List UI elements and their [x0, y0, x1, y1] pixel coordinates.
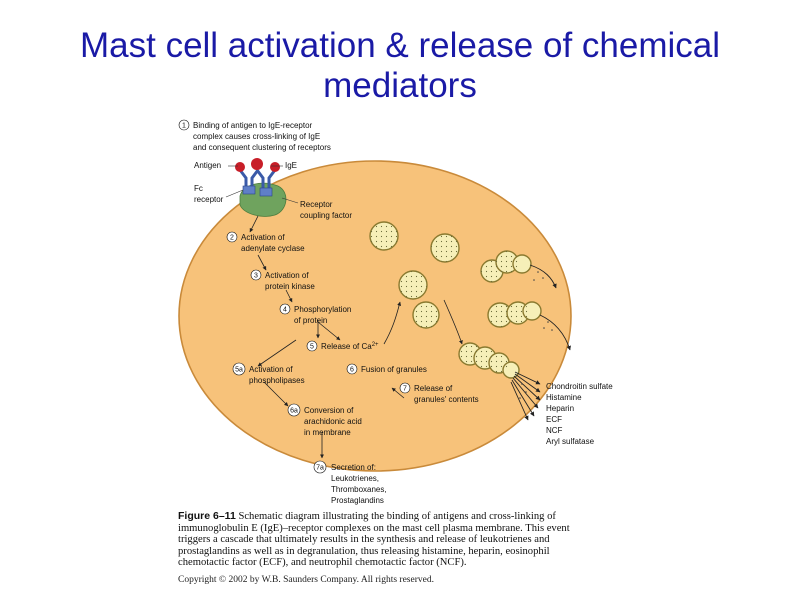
step-badges	[178, 119, 411, 474]
step-2-text: Activation of adenylate cyclase	[241, 233, 305, 253]
antigen-molecule	[235, 162, 245, 172]
slide-title: Mast cell activation & release of chemic…	[0, 26, 800, 106]
svg-text:6: 6	[350, 367, 354, 374]
step-3-badge	[250, 269, 262, 281]
leader-lines	[225, 165, 299, 204]
step-7-text: Release of granules' contents	[414, 384, 479, 404]
svg-text:7a: 7a	[316, 465, 324, 472]
granules	[369, 221, 542, 379]
step-6a-badge	[287, 403, 301, 417]
step-5-badge	[306, 340, 318, 352]
svg-text:6a: 6a	[290, 408, 298, 415]
figure-caption-text: Schematic diagram illustrating the bindi…	[178, 511, 570, 569]
svg-text:7: 7	[403, 386, 407, 393]
antigen-molecule	[251, 158, 263, 170]
copyright-notice: Copyright © 2002 by W.B. Saunders Compan…	[178, 575, 434, 585]
figure-caption: Figure 6–11 Schematic diagram illustrati…	[178, 510, 598, 569]
released-mediators-list: Chondroitin sulfate Histamine Heparin EC…	[546, 382, 615, 446]
step-3-text: Activation of protein kinase	[265, 271, 315, 291]
step-7-badge	[399, 382, 411, 394]
granule	[413, 302, 439, 328]
step-6a-text: Conversion of arachidonic acid in membra…	[304, 406, 364, 437]
figure-label: Figure 6–11	[178, 510, 236, 522]
step-5a-text: Activation of phospholipases	[249, 365, 305, 385]
step-4-badge	[279, 303, 291, 315]
step-7a-badge	[313, 460, 327, 474]
step-7a-text: Secretion of: Leukotrienes, Thromboxanes…	[331, 463, 389, 505]
step-5-text: Release of Ca2+	[321, 342, 379, 351]
svg-text:5: 5	[310, 344, 314, 351]
step-4-text: Phosphorylation of protein	[294, 305, 354, 325]
fc-receptor-label: Fc receptor	[194, 184, 224, 204]
svg-text:1: 1	[182, 123, 186, 130]
step-badge-numbers: 1 2 3 4 5 5a 6 6a 7 7a	[182, 123, 407, 472]
mast-cell-body	[178, 160, 572, 472]
slide-title-line-1: Mast cell activation & release of chemic…	[80, 26, 720, 65]
ige-label: IgE	[285, 161, 297, 170]
step-6-text: Fusion of granules	[361, 365, 427, 374]
svg-text:4: 4	[283, 307, 287, 314]
antigen-molecule	[270, 162, 280, 172]
antigen-label: Antigen	[194, 161, 221, 170]
svg-text:3: 3	[254, 273, 258, 280]
granule	[399, 271, 427, 299]
svg-text:5a: 5a	[235, 367, 243, 374]
svg-text:2: 2	[230, 235, 234, 242]
receptor-coupling-factor-label: Receptor coupling factor	[300, 200, 352, 220]
granule	[431, 234, 459, 262]
release-arrows	[510, 264, 571, 421]
step-2-badge	[226, 231, 238, 243]
step-1-text: Binding of antigen to IgE-receptor compl…	[193, 121, 331, 152]
slide-title-line-2: mediators	[323, 66, 477, 105]
ige-receptor-complex	[235, 158, 280, 197]
cascade-arrows	[249, 215, 463, 459]
granule	[370, 222, 398, 250]
step-5a-badge	[232, 362, 246, 376]
step-1-badge	[178, 119, 190, 131]
released-particles	[519, 271, 553, 399]
step-6-badge	[346, 363, 358, 375]
